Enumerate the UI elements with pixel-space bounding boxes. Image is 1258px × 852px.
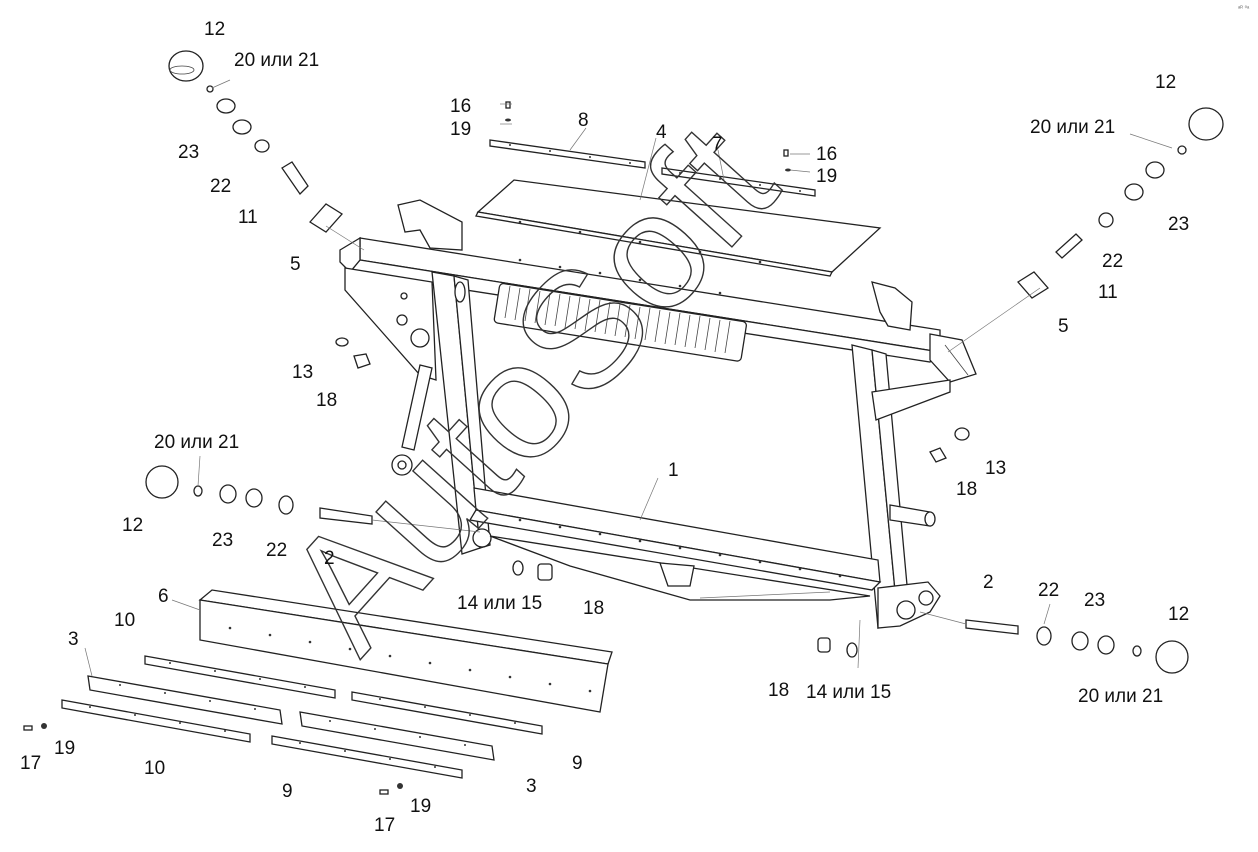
strip-part-9-lower — [271, 735, 463, 779]
hub-assembly-top-left — [168, 50, 343, 233]
blade-part-6 — [198, 589, 613, 713]
label-part-19-top-left: 19 — [450, 119, 471, 140]
label-part-17-left: 17 — [20, 753, 41, 774]
label-part-3-right: 3 — [526, 776, 537, 797]
label-part-14-right: 14 или 15 — [806, 682, 891, 703]
cover-part-4 — [475, 179, 882, 277]
label-part-18-bottom: 18 — [768, 680, 789, 701]
label-part-22-bottom-right: 22 — [1038, 580, 1059, 601]
label-part-9-right: 9 — [572, 753, 583, 774]
label-part-16-left: 16 — [450, 96, 471, 117]
label-part-12-top-right: 12 — [1155, 72, 1176, 93]
label-part-1: 1 — [668, 460, 679, 481]
label-part-22-top-right: 22 — [1102, 251, 1123, 272]
label-part-23-bottom-right: 23 — [1084, 590, 1105, 611]
spring-coils — [504, 285, 731, 354]
label-part-13-left: 13 — [292, 362, 313, 383]
label-part-5-right: 5 — [1058, 316, 1069, 337]
label-part-5-left: 5 — [290, 254, 301, 275]
corner-mark: ᵃᴿ ⁰ᵃ — [1238, 5, 1250, 12]
label-part-19-bottom-left: 19 — [54, 738, 75, 759]
label-part-18-mid: 18 — [583, 598, 604, 619]
label-part-20-top-left: 20 или 21 — [234, 50, 319, 71]
label-part-6: 6 — [158, 586, 169, 607]
label-part-14-mid: 14 или 15 — [457, 593, 542, 614]
strip-part-10-lower — [61, 699, 251, 743]
hub-assembly-top-right — [1017, 107, 1224, 299]
label-part-9-lower: 9 — [282, 781, 293, 802]
label-part-8: 8 — [578, 110, 589, 131]
callout-labels: 1 2 2 3 3 4 5 5 6 7 8 9 9 10 10 11 11 12… — [20, 19, 1189, 836]
label-part-19-top-right: 19 — [816, 166, 837, 187]
strip-part-10-upper — [144, 655, 336, 699]
label-part-23-mid-left: 23 — [212, 530, 233, 551]
label-part-18-right: 18 — [956, 479, 977, 500]
strip-part-9-right — [351, 691, 543, 735]
label-part-12-bottom-right: 12 — [1168, 604, 1189, 625]
label-part-10-upper: 10 — [114, 610, 135, 631]
label-part-20-mid-left: 20 или 21 — [154, 432, 239, 453]
leader-lines — [84, 79, 1173, 677]
label-part-19-bottom-right: 19 — [410, 796, 431, 817]
label-part-17-right: 17 — [374, 815, 395, 836]
label-part-11-left: 11 — [238, 207, 258, 228]
strip-part-7 — [661, 167, 816, 197]
label-part-3-left: 3 — [68, 629, 79, 650]
fasteners — [23, 101, 970, 795]
strip-part-3-right — [299, 711, 495, 761]
label-part-12-top-left: 12 — [204, 19, 225, 40]
label-part-2-right: 2 — [983, 572, 994, 593]
label-part-13-right: 13 — [985, 458, 1006, 479]
label-part-20-top-right: 20 или 21 — [1030, 117, 1115, 138]
label-part-22-mid-left: 22 — [266, 540, 287, 561]
label-part-7: 7 — [712, 134, 723, 155]
label-part-23-top-right: 23 — [1168, 214, 1189, 235]
label-part-10-lower: 10 — [144, 758, 165, 779]
label-part-18-left: 18 — [316, 390, 337, 411]
label-part-2-left: 2 — [324, 548, 335, 569]
label-part-20-bottom-right: 20 или 21 — [1078, 686, 1163, 707]
strip-part-3-left — [87, 675, 283, 725]
hub-assembly-mid-left — [145, 465, 373, 525]
label-part-11-right: 11 — [1098, 282, 1118, 303]
strip-part-8 — [489, 139, 646, 169]
label-part-12-mid-left: 12 — [122, 515, 143, 536]
label-part-16-right: 16 — [816, 144, 837, 165]
label-part-4: 4 — [656, 122, 667, 143]
main-frame — [339, 199, 977, 629]
label-part-23-top-left: 23 — [178, 142, 199, 163]
label-part-22-top-left: 22 — [210, 176, 231, 197]
hub-assembly-bottom-right — [965, 619, 1189, 674]
